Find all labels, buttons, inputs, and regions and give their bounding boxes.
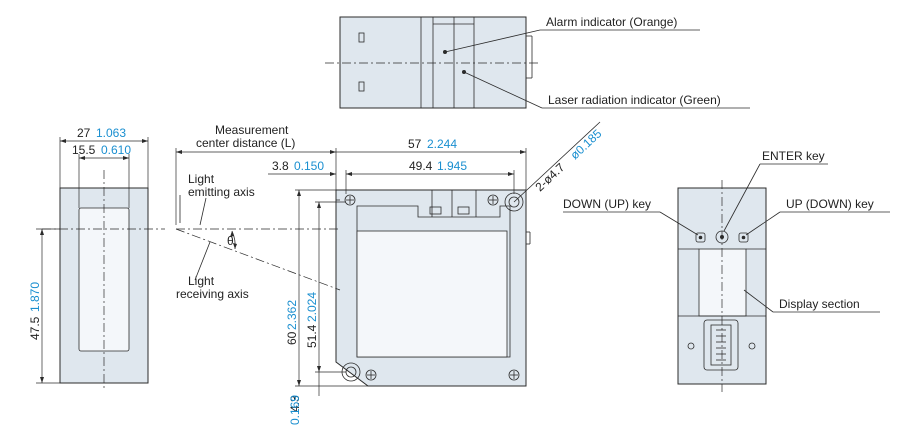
top-view: Alarm indicator (Orange) Laser radiation… <box>325 15 750 109</box>
offset-mm: 3.8 <box>272 159 289 173</box>
up-down-key[interactable] <box>738 232 749 243</box>
down-up-key-label: DOWN (UP) key <box>563 197 651 211</box>
display-window <box>698 248 747 317</box>
front-view: θ Light emitting axis Light receiving ax… <box>175 121 605 425</box>
receiving-axis-line <box>175 228 341 291</box>
screw-top-left-icon <box>344 194 356 206</box>
offset-in: 0.150 <box>294 159 324 173</box>
enter-key-label: ENTER key <box>762 149 825 163</box>
right-view: ENTER key DOWN (UP) key UP (DOWN) key Di… <box>563 149 890 392</box>
screw-bottom-right-icon <box>508 369 520 381</box>
left-inner-mm: 15.5 <box>72 143 96 157</box>
vpitch-mm: 51.4 <box>305 324 319 348</box>
vpitch-in: 2.024 <box>305 292 319 322</box>
laser-indicator-label: Laser radiation indicator (Green) <box>548 93 721 107</box>
screw-bottom-left-icon <box>365 369 377 381</box>
enter-key[interactable] <box>715 230 729 244</box>
receiving-axis-label-1: Light <box>188 274 215 288</box>
measurement-label-1: Measurement <box>215 123 289 137</box>
connector-outline <box>703 319 739 371</box>
front-height-in: 2.362 <box>285 300 299 330</box>
left-width-mm: 27 <box>77 126 91 140</box>
display-section-label: Display section <box>779 297 860 311</box>
up-down-key-label: UP (DOWN) key <box>786 197 874 211</box>
down-up-key[interactable] <box>695 232 706 243</box>
pitch-in: 1.945 <box>437 159 467 173</box>
front-width-in: 2.244 <box>427 137 457 151</box>
pitch-mm: 49.4 <box>409 159 433 173</box>
alarm-indicator-label: Alarm indicator (Orange) <box>546 15 677 29</box>
left-height-mm: 47.5 <box>28 316 42 340</box>
screw-top-right-icon <box>487 194 499 206</box>
theta-symbol: θ <box>227 234 234 248</box>
front-led-laser <box>457 206 470 215</box>
front-height-mm: 60 <box>285 331 299 345</box>
left-height-in: 1.870 <box>28 282 42 312</box>
emitting-axis-label-1: Light <box>188 172 215 186</box>
front-led-alarm <box>429 206 442 215</box>
right-view-hole-left-icon <box>687 342 695 350</box>
left-view: 27 1.063 15.5 0.610 47.5 1.870 <box>28 126 165 390</box>
bottom-mm: 4.3 <box>288 395 302 412</box>
front-width-mm: 57 <box>408 137 422 151</box>
hole-in: ø0.185 <box>567 126 604 162</box>
emitting-axis-label-2: emitting axis <box>188 185 255 199</box>
top-view-slot-lower <box>358 81 365 92</box>
top-view-slot-upper <box>358 32 365 43</box>
left-width-in: 1.063 <box>96 126 126 140</box>
bottom-in: 0.169 <box>288 395 302 425</box>
measurement-label-2: center distance (L) <box>196 136 295 150</box>
receiving-axis-label-2: receiving axis <box>176 287 249 301</box>
front-view-window <box>356 230 508 358</box>
left-inner-in: 0.610 <box>101 143 131 157</box>
hole-mm: 2-ø4.7 <box>532 160 567 194</box>
right-view-hole-right-icon <box>748 342 756 350</box>
connector-pins <box>710 324 732 366</box>
